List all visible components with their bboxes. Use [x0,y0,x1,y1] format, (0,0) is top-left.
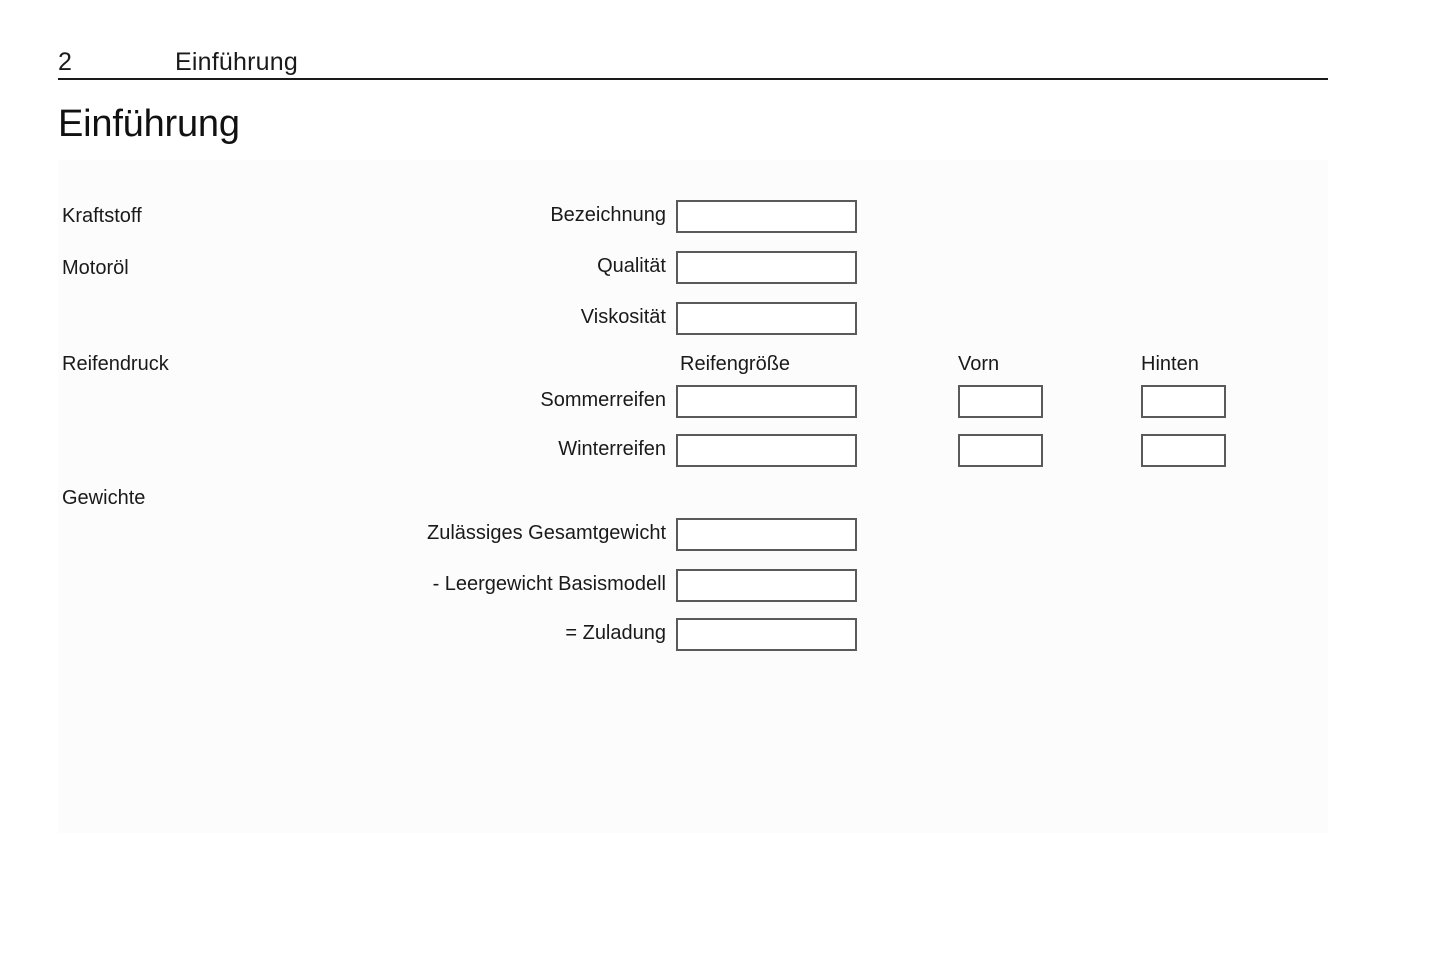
field-label-bezeichnung: Bezeichnung [550,204,666,226]
field-label-viskositaet: Viskosität [580,306,666,328]
input-zulaessiges-gesamtgewicht[interactable] [676,518,857,551]
chapter-name: Einführung [175,48,298,76]
field-label-winterreifen: Winterreifen [558,438,666,460]
field-label-zulaessiges-gesamtgewicht: Zulässiges Gesamtgewicht [427,522,666,544]
column-header-tyre-size: Reifengröße [680,353,791,375]
input-zuladung[interactable] [676,618,857,651]
section-label-engine-oil: Motoröl [62,257,129,279]
field-label-sommerreifen: Sommerreifen [540,389,666,411]
input-sommerreifen-front[interactable] [958,385,1043,418]
input-bezeichnung[interactable] [676,200,857,233]
input-winterreifen-rear[interactable] [1141,434,1226,467]
section-label-tyre-pressure: Reifendruck [62,353,169,375]
column-header-front: Vorn [958,353,1000,375]
column-header-rear: Hinten [1141,353,1199,375]
section-label-weights: Gewichte [62,487,146,509]
input-sommerreifen-size[interactable] [676,385,857,418]
header-rule [58,78,1328,80]
section-label-fuel: Kraftstoff [62,205,142,227]
input-sommerreifen-rear[interactable] [1141,385,1226,418]
page-number: 2 [58,48,73,76]
field-label-zuladung: = Zuladung [565,622,666,644]
field-label-leergewicht-basismodell: - Leergewicht Basismodell [432,573,666,595]
field-label-qualitaet: Qualität [597,255,666,277]
page-title: Einführung [58,103,240,145]
input-leergewicht-basismodell[interactable] [676,569,857,602]
input-winterreifen-size[interactable] [676,434,857,467]
page-running-header: 2 Einführung [58,46,1328,80]
input-winterreifen-front[interactable] [958,434,1043,467]
input-viskositaet[interactable] [676,302,857,335]
input-qualitaet[interactable] [676,251,857,284]
